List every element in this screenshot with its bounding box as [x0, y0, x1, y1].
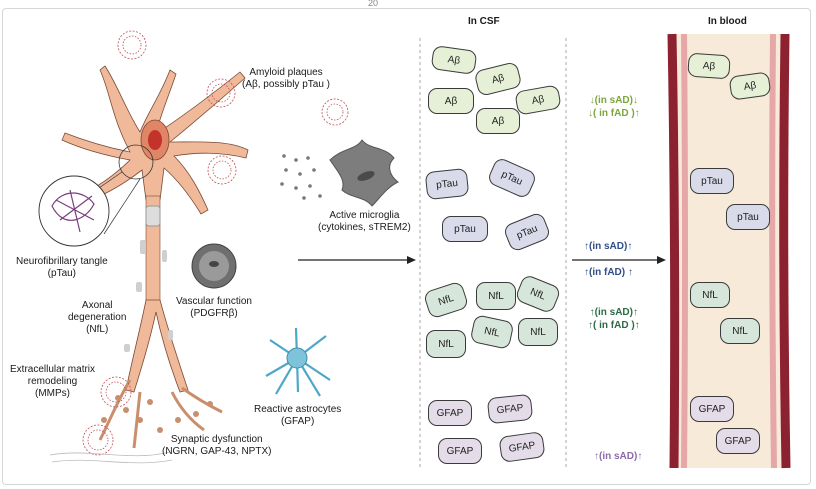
csf-ptau-pill: pTau — [442, 216, 488, 242]
blood-gfap-pill: GFAP — [716, 428, 760, 454]
blood-ptau-pill: pTau — [690, 168, 734, 194]
microglia-icon — [329, 139, 399, 207]
abeta-change: ↓(in sAD)↓↓( in fAD )↑ — [588, 95, 640, 119]
csf-abeta-pill: Aβ — [476, 108, 520, 134]
tangle-label: Neurofibrillary tangle(pTau) — [16, 256, 108, 279]
page-number: 20 — [368, 0, 379, 8]
axon-fragments — [124, 240, 173, 352]
ecm-fibers — [49, 451, 171, 457]
csf-ptau-pill: pTau — [424, 167, 470, 201]
blood-gfap-pill: GFAP — [690, 396, 734, 422]
csf-header: In CSF — [468, 16, 500, 27]
nucleus — [148, 130, 162, 150]
astrocyte-label: Reactive astrocytes(GFAP) — [254, 404, 342, 427]
astrocyte-body — [286, 347, 308, 369]
ptau-csf-change: ↑(in sAD)↑ — [584, 241, 633, 252]
blood-abeta-pill: Aβ — [687, 52, 731, 80]
microglia-label: Active microglia(cytokines, sTREM2) — [318, 210, 411, 233]
blood-nfl-pill: NfL — [720, 318, 760, 344]
gfap-change: ↑(in sAD)↑ — [594, 451, 643, 462]
csf-nfl-pill: NfL — [518, 318, 558, 346]
figure-frame — [2, 8, 811, 485]
axon-initial-segment — [145, 205, 161, 227]
arrow-to-blood — [572, 256, 666, 264]
amyloid-plaques — [82, 30, 349, 456]
blood-vessel — [667, 33, 791, 469]
blood-ptau-pill: pTau — [726, 204, 770, 230]
arrow-to-csf — [298, 256, 416, 264]
ptau-blood-change: ↑(in fAD) ↑ — [584, 267, 633, 278]
synaptic-boutons — [101, 395, 213, 433]
pericyte-icon — [191, 243, 237, 289]
amyloid-label: Amyloid plaques(Aβ, possibly pTau ) — [242, 67, 331, 90]
synaptic-label: Synaptic dysfunction(NGRN, GAP-43, NPTX) — [162, 434, 272, 457]
csf-nfl-pill: NfL — [476, 282, 516, 310]
tangle-inset — [38, 144, 154, 247]
csf-nfl-pill: NfL — [426, 330, 466, 358]
blood-nfl-pill: NfL — [690, 282, 730, 308]
csf-gfap-pill: GFAP — [428, 400, 472, 426]
nfl-change: ↑(in sAD)↑↑( in fAD )↑ — [588, 307, 640, 331]
vascular-label: Vascular function(PDGFRβ) — [176, 296, 252, 319]
csf-abeta-pill: Aβ — [428, 88, 474, 114]
csf-gfap-pill: GFAP — [486, 393, 534, 425]
blood-header: In blood — [708, 16, 747, 27]
cytokine-dots — [280, 154, 322, 200]
csf-gfap-pill: GFAP — [438, 438, 482, 464]
